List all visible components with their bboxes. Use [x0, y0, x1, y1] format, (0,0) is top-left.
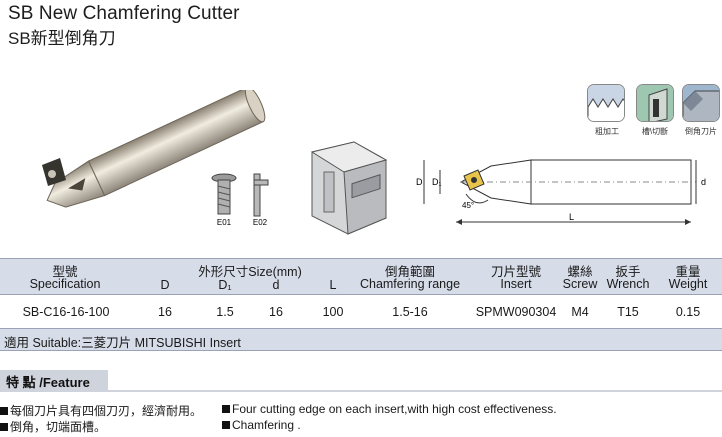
- header-insert-en: Insert: [500, 277, 532, 291]
- cell-D1: 1.5: [216, 305, 234, 319]
- cell-insert: SPMW090304: [475, 305, 557, 319]
- groove-cutting-icon: [636, 84, 674, 122]
- header-screw-zh: 螺絲: [567, 265, 593, 279]
- title-chinese: SB新型倒角刀: [8, 29, 116, 48]
- header-chamfer-en: Chamfering range: [359, 277, 461, 291]
- material-label-chamfer: 倒角刀片: [685, 127, 717, 136]
- insert-label-e02: E02: [253, 218, 268, 227]
- cell-weight: 0.15: [675, 305, 701, 319]
- dim-label-d: d: [701, 177, 706, 187]
- feature-divider: [0, 390, 722, 392]
- workpiece-block-figure: [310, 141, 388, 235]
- cell-d: 16: [269, 305, 283, 319]
- suitable-insert-text: 適用 Suitable:三菱刀片 MITSUBISHI Insert: [4, 336, 241, 350]
- header-D: D: [160, 278, 170, 292]
- dim-label-D1: D₁: [432, 177, 442, 187]
- feature-heading: 特 點 /Feature: [6, 375, 90, 390]
- cell-wrench: T15: [617, 305, 639, 319]
- bullet-square-icon: [0, 423, 8, 431]
- header-spec-zh: 型號: [52, 265, 78, 279]
- table-row: SB-C16-16-100 16 1.5 16 100 1.5-16 SPMW0…: [0, 295, 722, 329]
- dim-label-angle: 45°: [462, 201, 474, 210]
- header-d: d: [272, 278, 280, 292]
- cell-screw: M4: [571, 305, 589, 319]
- header-D1: D₁: [218, 278, 232, 292]
- header-wrench-zh: 扳手: [615, 265, 641, 279]
- dim-label-L: L: [569, 212, 574, 222]
- feature-item-en-1: Four cutting edge on each insert,with hi…: [222, 402, 557, 416]
- cell-D: 16: [158, 305, 172, 319]
- feature-heading-bar: 特 點 /Feature: [0, 370, 108, 390]
- feature-item-en-2: Chamfering .: [222, 418, 301, 432]
- insert-label-e01: E01: [217, 218, 232, 227]
- title-english: SB New Chamfering Cutter: [8, 3, 240, 24]
- bullet-square-icon: [222, 405, 230, 413]
- header-weight-en: Weight: [668, 277, 708, 291]
- cell-L: 100: [322, 305, 344, 319]
- chamfer-icon: [682, 84, 720, 122]
- bullet-square-icon: [0, 407, 8, 415]
- dimension-drawing: D D₁ d L 45°: [416, 159, 706, 225]
- cell-chamfer: 1.5-16: [392, 305, 428, 319]
- dim-label-D: D: [416, 177, 423, 187]
- bullet-square-icon: [222, 421, 230, 429]
- feature-item-zh-2: 倒角，切端面槽。: [0, 418, 106, 435]
- header-L: L: [329, 278, 337, 292]
- header-chamfer-zh: 倒角範圍: [384, 265, 435, 279]
- header-screw-en: Screw: [562, 277, 598, 291]
- header-wrench-en: Wrench: [606, 277, 650, 291]
- header-size-group: 外形尺寸Size(mm): [198, 265, 302, 279]
- suitable-insert-row: 適用 Suitable:三菱刀片 MITSUBISHI Insert: [0, 329, 722, 351]
- screw-wrench-figure: E01 E02: [211, 173, 269, 227]
- table-header: 型號 Specification 外形尺寸Size(mm) D D₁ d L 倒…: [0, 258, 722, 295]
- feature-item-zh-1: 每個刀片具有四個刀刃，經濟耐用。: [0, 402, 202, 419]
- header-spec-en: Specification: [29, 277, 101, 291]
- rough-machining-icon: [587, 84, 625, 122]
- material-label-groove: 槽\切斷: [641, 127, 669, 136]
- material-label-rough: 粗加工: [595, 127, 619, 136]
- header-weight-zh: 重量: [675, 265, 701, 279]
- cell-spec: SB-C16-16-100: [22, 305, 110, 319]
- cutter-photo: [42, 90, 266, 208]
- header-insert-zh: 刀片型號: [490, 265, 541, 279]
